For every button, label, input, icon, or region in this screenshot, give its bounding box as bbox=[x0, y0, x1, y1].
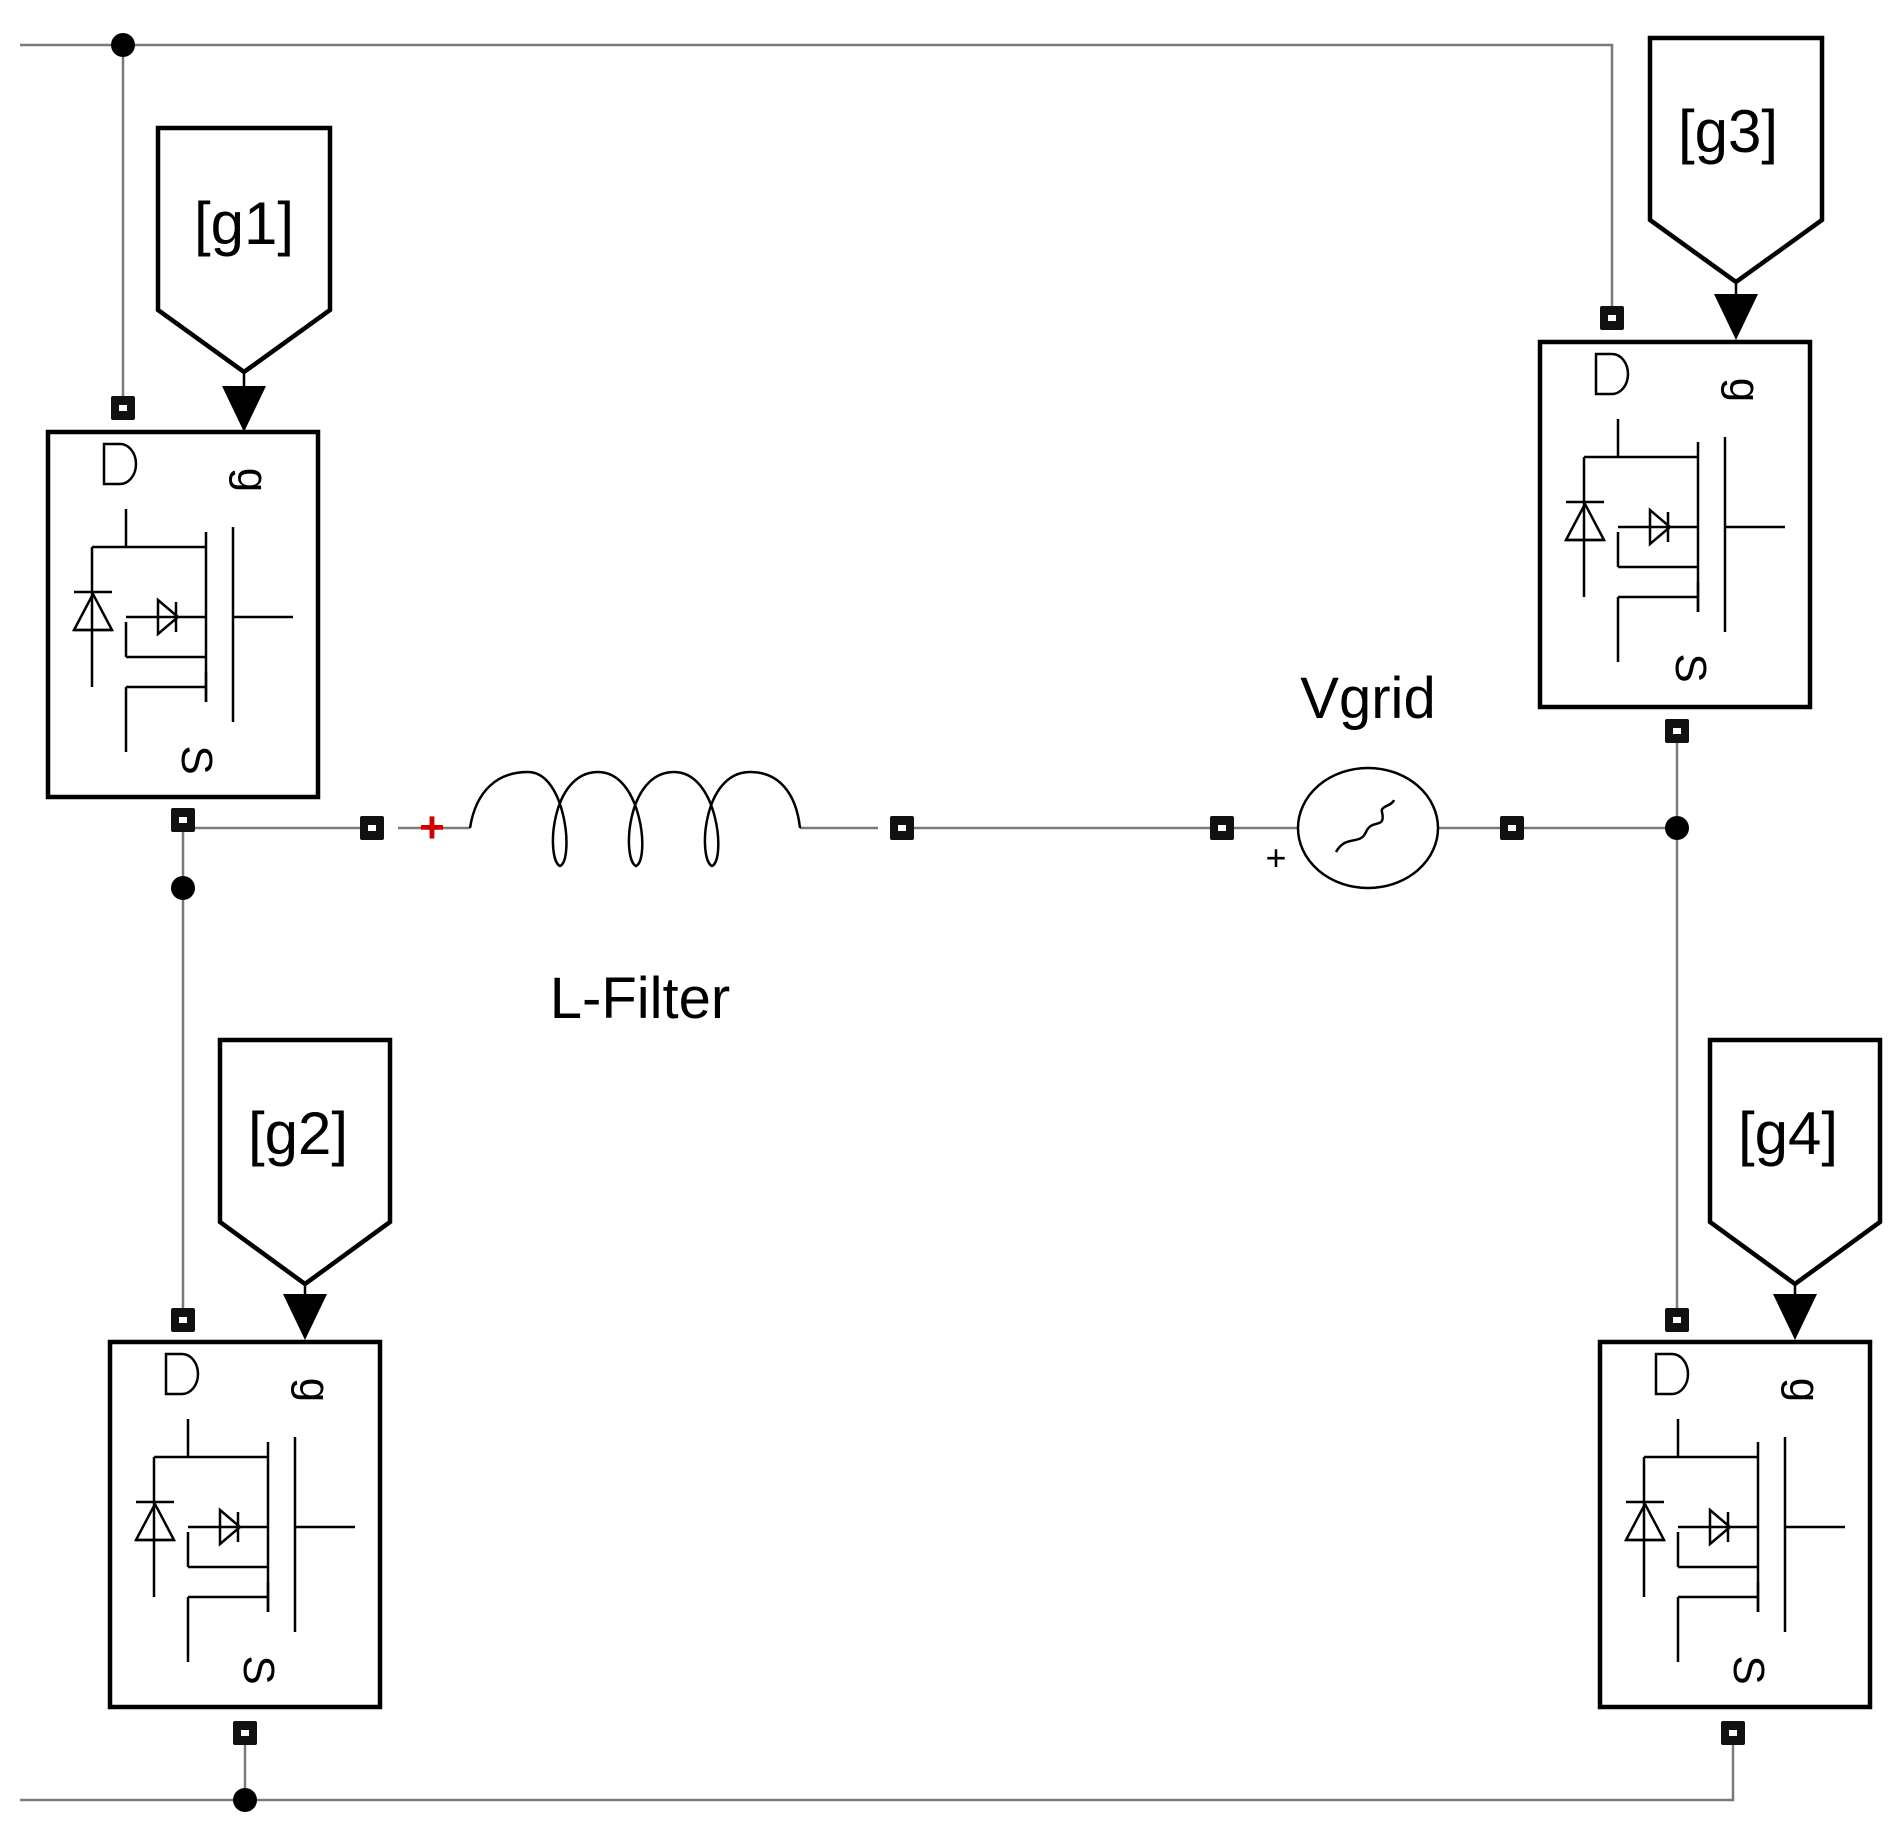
switch-s2[interactable]: [g2] g S bbox=[110, 1037, 393, 1745]
goto-tag-g4-label: [g4] bbox=[1738, 1100, 1838, 1167]
l-filter-label: L-Filter bbox=[550, 966, 730, 1031]
goto-tag-g2-label: [g2] bbox=[248, 1100, 348, 1167]
goto-tag-g3[interactable] bbox=[1647, 35, 1825, 285]
s1-gate-pin-label: g bbox=[228, 468, 277, 492]
grid-source-left-port[interactable] bbox=[1210, 816, 1234, 840]
junction-leg-b bbox=[1665, 816, 1689, 840]
ac-side-wires bbox=[181, 731, 1679, 1320]
grid-source-polarity-mark: + bbox=[1265, 837, 1286, 878]
ac-source-symbol bbox=[1296, 766, 1440, 890]
s3-gate-pin-label: g bbox=[1720, 378, 1769, 402]
switch-s1[interactable]: [g1] g S bbox=[48, 125, 333, 832]
s1-source-pin-label: S bbox=[172, 745, 221, 774]
s1-source-port[interactable] bbox=[171, 808, 195, 832]
s4-source-port[interactable] bbox=[1721, 1721, 1745, 1745]
bottom-dc-bus bbox=[20, 1733, 1735, 1802]
switch-s3[interactable]: [g3] g S bbox=[1540, 35, 1825, 743]
grid-voltage-source[interactable]: Vgrid + bbox=[1210, 666, 1524, 890]
s2-source-pin-label: S bbox=[234, 1655, 283, 1684]
s4-drain-port[interactable] bbox=[1665, 1308, 1689, 1332]
s1-drain-port[interactable] bbox=[111, 396, 135, 420]
junction-top-bus bbox=[111, 33, 135, 57]
goto-tag-g1-label: [g1] bbox=[194, 190, 294, 257]
junction-leg-a bbox=[171, 876, 195, 900]
junction-bottom-bus bbox=[233, 1788, 257, 1812]
l-filter-inductor[interactable]: + L-Filter bbox=[360, 770, 914, 1031]
inductor-right-port[interactable] bbox=[890, 816, 914, 840]
s3-drain-port[interactable] bbox=[1600, 306, 1624, 330]
s4-gate-pin-label: g bbox=[1780, 1378, 1829, 1402]
top-dc-bus bbox=[20, 43, 1614, 314]
inductor-polarity-mark: + bbox=[419, 803, 445, 852]
s2-source-port[interactable] bbox=[233, 1721, 257, 1745]
goto-tag-g3-label: [g3] bbox=[1678, 98, 1778, 165]
s2-gate-pin-label: g bbox=[290, 1378, 339, 1402]
goto-tag-g1[interactable] bbox=[155, 125, 333, 375]
s3-source-pin-label: S bbox=[1666, 653, 1715, 682]
vgrid-label: Vgrid bbox=[1300, 666, 1435, 731]
s3-source-port[interactable] bbox=[1665, 719, 1689, 743]
s4-source-pin-label: S bbox=[1724, 1655, 1773, 1684]
switch-s4[interactable]: [g4] g S bbox=[1600, 1037, 1883, 1745]
goto-tag-g4[interactable] bbox=[1707, 1037, 1883, 1287]
inductor-coil bbox=[468, 770, 802, 868]
goto-tag-g2[interactable] bbox=[217, 1037, 393, 1287]
grid-source-right-port[interactable] bbox=[1500, 816, 1524, 840]
ac-waveform-icon bbox=[1334, 799, 1396, 853]
inductor-left-port[interactable] bbox=[360, 816, 384, 840]
s2-drain-port[interactable] bbox=[171, 1308, 195, 1332]
